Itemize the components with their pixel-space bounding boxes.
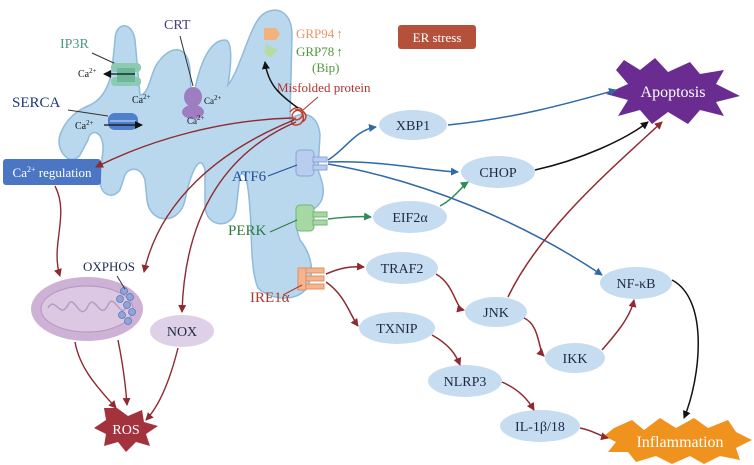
svg-text:XBP1: XBP1 bbox=[396, 119, 430, 134]
chop-node: CHOP bbox=[461, 156, 535, 188]
arrow-misfolded-ca-regulation bbox=[95, 117, 293, 168]
crt-pointer bbox=[179, 35, 194, 87]
crt-label: CRT bbox=[164, 18, 191, 33]
svg-text:IL-1β/18: IL-1β/18 bbox=[515, 420, 565, 435]
arrow-il1b-inflammation bbox=[579, 427, 609, 441]
ca-regulation-label: Ca2+ regulation bbox=[13, 165, 92, 180]
ca-regulation-badge bbox=[3, 159, 101, 185]
perk-pointer bbox=[269, 219, 298, 233]
atf6-receptor-icon bbox=[295, 149, 328, 177]
atf6-label: ATF6 bbox=[232, 169, 267, 185]
ip3r-ca-label: Ca2+ bbox=[78, 67, 97, 80]
er-stress-label: ER stress bbox=[413, 30, 462, 45]
ip3r-pointer bbox=[91, 52, 117, 65]
nox-label: NOX bbox=[167, 325, 197, 340]
arrow-ire1-traf2 bbox=[325, 262, 365, 275]
ire1-label: IRE1α bbox=[250, 290, 290, 306]
svg-text:NLRP3: NLRP3 bbox=[444, 375, 487, 390]
ip3r-label: IP3R bbox=[60, 37, 89, 52]
ire1-pointer bbox=[282, 284, 303, 296]
serca-pointer bbox=[67, 109, 109, 117]
nlrp3-node: NLRP3 bbox=[428, 365, 502, 397]
arrow-traf2-jnk bbox=[435, 273, 465, 313]
txnip-node: TXNIP bbox=[359, 312, 435, 344]
serca-ca-label: Ca2+ bbox=[75, 119, 94, 132]
grp78-icon bbox=[264, 44, 278, 58]
svg-text:JNK: JNK bbox=[483, 306, 509, 321]
inflammation-burst: Inflammation bbox=[604, 418, 752, 464]
atf6-pointer bbox=[267, 164, 298, 177]
er-membrane bbox=[58, 9, 324, 299]
svg-text:TXNIP: TXNIP bbox=[376, 322, 417, 337]
grp94-label: GRP94↑ bbox=[296, 26, 343, 41]
misfolded-pointer bbox=[302, 96, 319, 111]
arrow-txnip-nlrp3 bbox=[431, 334, 462, 366]
mitochondrion-icon bbox=[31, 277, 143, 341]
arrow-misfolded-nox bbox=[178, 121, 297, 313]
perk-receptor-icon bbox=[295, 204, 328, 232]
svg-text:Apoptosis: Apoptosis bbox=[641, 84, 706, 101]
arrow-jnk-ikk bbox=[523, 317, 545, 357]
arrow-nfkb-inflammation bbox=[671, 279, 699, 419]
ikk-node: IKK bbox=[545, 343, 605, 373]
nfkb-node: NF-κB bbox=[600, 267, 672, 299]
serca-label: SERCA bbox=[12, 95, 61, 111]
arrow-mito-ros-left bbox=[74, 341, 117, 409]
ros-burst: ROS bbox=[94, 408, 158, 452]
eif2a-node: EIF2α bbox=[373, 201, 447, 233]
traf2-node: TRAF2 bbox=[366, 252, 438, 284]
arrow-nox-ros bbox=[145, 347, 179, 421]
svg-text:EIF2α: EIF2α bbox=[392, 211, 428, 226]
ion-channel-icon bbox=[111, 63, 141, 86]
arrow-atf6-nfkb bbox=[327, 163, 603, 276]
arrow-nlrp3-il1b bbox=[501, 381, 535, 411]
svg-text:ROS: ROS bbox=[112, 423, 139, 438]
svg-text:NF-κB: NF-κB bbox=[617, 277, 656, 292]
pump-icon bbox=[108, 113, 138, 130]
oxphos-pointer bbox=[116, 275, 126, 290]
misfolded-label: Misfolded protein bbox=[277, 80, 371, 95]
svg-text:IKK: IKK bbox=[563, 352, 588, 367]
arrow-xbp1-apoptosis bbox=[447, 88, 617, 126]
xbp1-node: XBP1 bbox=[379, 110, 447, 140]
arrow-ikk-nfkb bbox=[601, 299, 637, 351]
grp78-label: GRP78↑ bbox=[296, 44, 343, 59]
arrow-eif2a-chop bbox=[439, 181, 469, 207]
nox-node bbox=[150, 315, 214, 347]
perk-label: PERK bbox=[228, 223, 267, 239]
arrow-misfolded-to-grp bbox=[261, 61, 299, 109]
arrow-atf6-xbp1 bbox=[327, 124, 377, 161]
crt-ca-label-1: Ca2+ bbox=[204, 94, 222, 106]
arrow-jnk-apoptosis bbox=[507, 121, 663, 298]
svg-text:Inflammation: Inflammation bbox=[636, 434, 723, 451]
grp94-icon bbox=[264, 28, 280, 40]
er-ca-label: Ca2+ bbox=[132, 93, 151, 106]
arrow-ire1-txnip bbox=[325, 281, 359, 327]
calreticulin-icon bbox=[182, 87, 204, 119]
arrow-misfolded-mito bbox=[141, 119, 295, 273]
arrow-atf6-chop bbox=[327, 160, 459, 176]
svg-text:CHOP: CHOP bbox=[479, 166, 517, 181]
bip-label: (Bip) bbox=[312, 60, 339, 75]
jnk-node: JNK bbox=[465, 297, 527, 327]
crt-ca-label-2: Ca2+ bbox=[187, 114, 205, 126]
il1b-node: IL-1β/18 bbox=[500, 410, 580, 442]
arrow-perk-eif2a bbox=[327, 212, 372, 221]
arrow-ca-regulation-mito bbox=[54, 185, 62, 277]
svg-text:TRAF2: TRAF2 bbox=[381, 262, 424, 277]
apoptosis-burst: Apoptosis bbox=[606, 58, 740, 124]
er-stress-badge bbox=[398, 25, 476, 49]
arrow-chop-apoptosis bbox=[534, 121, 649, 171]
ire1-receptor-icon bbox=[297, 267, 325, 291]
arrow-mito-ros-right bbox=[117, 339, 131, 406]
oxphos-label: OXPHOS bbox=[83, 259, 135, 274]
tangled-protein-icon bbox=[289, 106, 307, 126]
